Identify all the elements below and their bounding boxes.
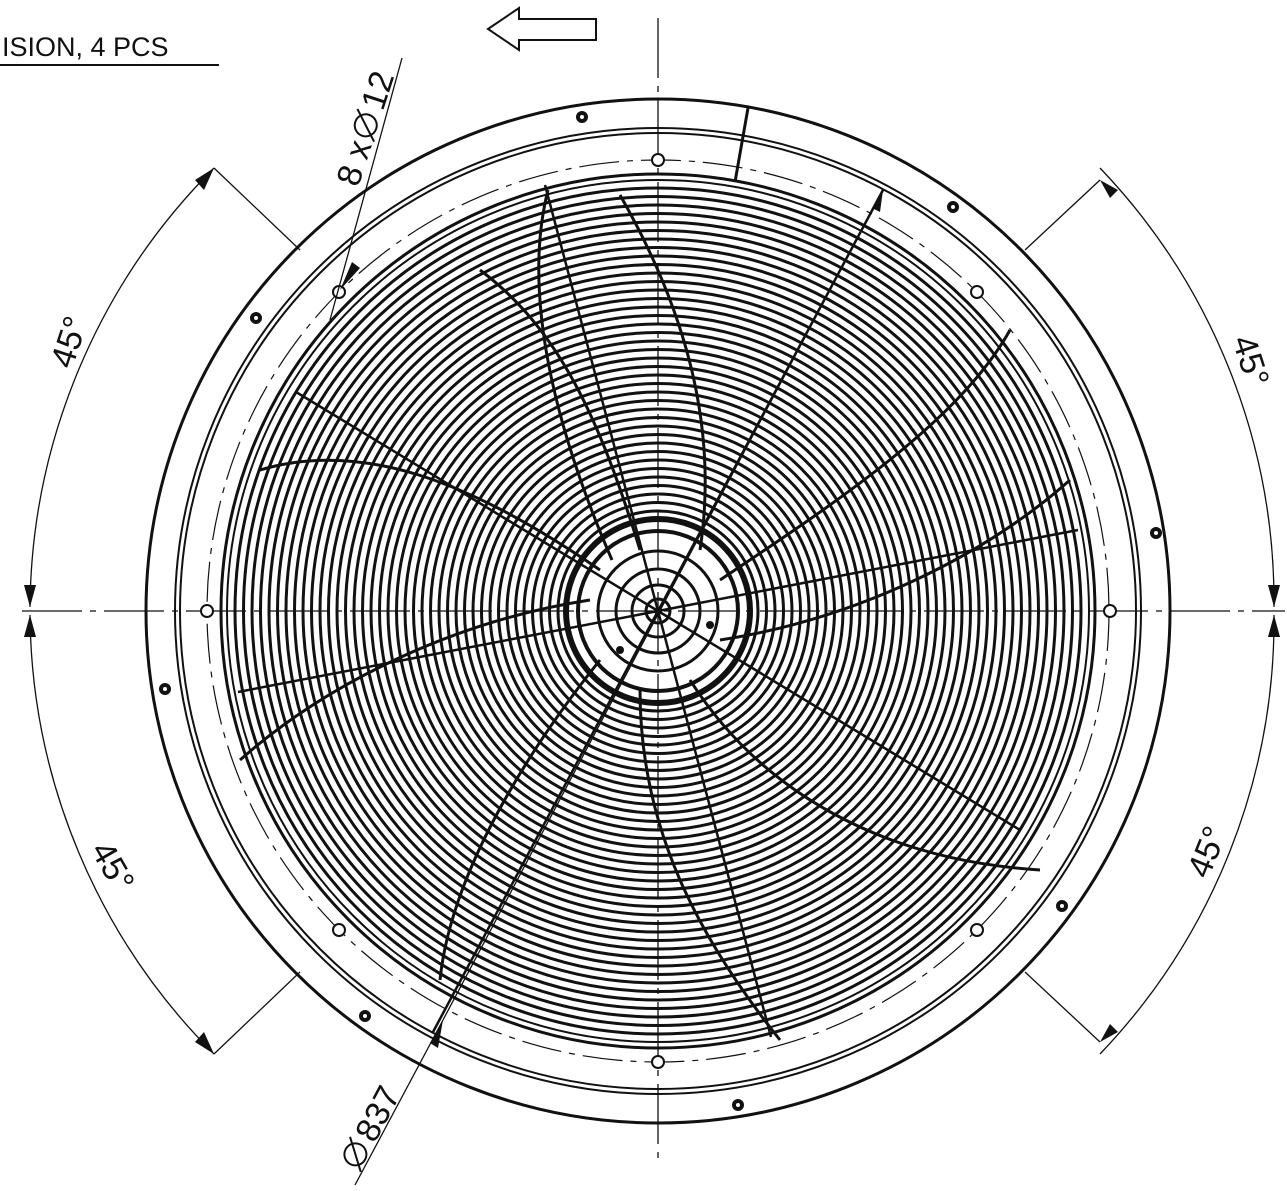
guard-ring [454,407,862,815]
guard-ring [514,467,802,755]
guard-ring [361,314,955,908]
guard-ring [267,220,1049,1002]
angle-label-bottom-right: 45° [1180,821,1234,883]
guard-rings [233,186,1083,1036]
angle-dimensions [29,167,1275,1055]
guard-ring [259,212,1057,1010]
guard-ring [403,356,913,866]
angle-label-top-left: 45° [43,312,95,373]
guard-ring [335,288,981,934]
guard-ring [437,390,879,832]
guard-ring [548,501,768,721]
guard-ring [344,297,972,925]
guard-ring [463,416,853,806]
guard-ring [412,365,904,857]
guard-ring [395,348,921,874]
guard-ring [378,331,938,891]
diameter-icon [353,108,378,143]
guard-ring [488,441,828,781]
guard-ring [327,280,989,942]
guard-ring [420,373,896,849]
guard-ring [293,246,1023,976]
frame-fixing-points [159,111,1162,1111]
hole-callout: 8 x 12 [329,67,402,191]
motor-hub [563,516,753,706]
guard-ring [556,509,760,713]
guard-ring [310,263,1006,959]
outer-diameter-label: 837 [348,1080,408,1148]
guard-ring [429,382,887,840]
guard-ring [242,195,1074,1027]
guard-ring [284,237,1032,985]
guard-ring [386,339,930,883]
left-arrow-icon [486,6,597,52]
guard-ring [369,322,947,900]
guard-ring [505,458,811,764]
guard-ring [276,229,1040,993]
guard-ring [539,492,777,730]
guard-ring [250,203,1066,1019]
header-note: ISION, 4 PCS [2,32,169,62]
terminal-box-mark [733,107,750,183]
angle-label-top-right: 45° [1224,331,1276,392]
hole-pattern-label: 8 x [329,136,379,191]
mounting-holes [200,153,1117,1069]
angle-label-bottom-left: 45° [83,835,142,899]
hole-diameter-label: 12 [354,67,402,115]
guard-ring [522,475,794,747]
fan-blades [239,189,1071,1041]
guard-ring [301,254,1015,968]
leader-lines [329,57,884,1186]
guard-ring [352,305,964,917]
guard-ring [497,450,819,772]
guard-ring [233,186,1083,1036]
diameter-callout: 837 [343,1080,408,1173]
diameter-icon [343,1136,368,1173]
frame-rings [144,97,1172,1125]
